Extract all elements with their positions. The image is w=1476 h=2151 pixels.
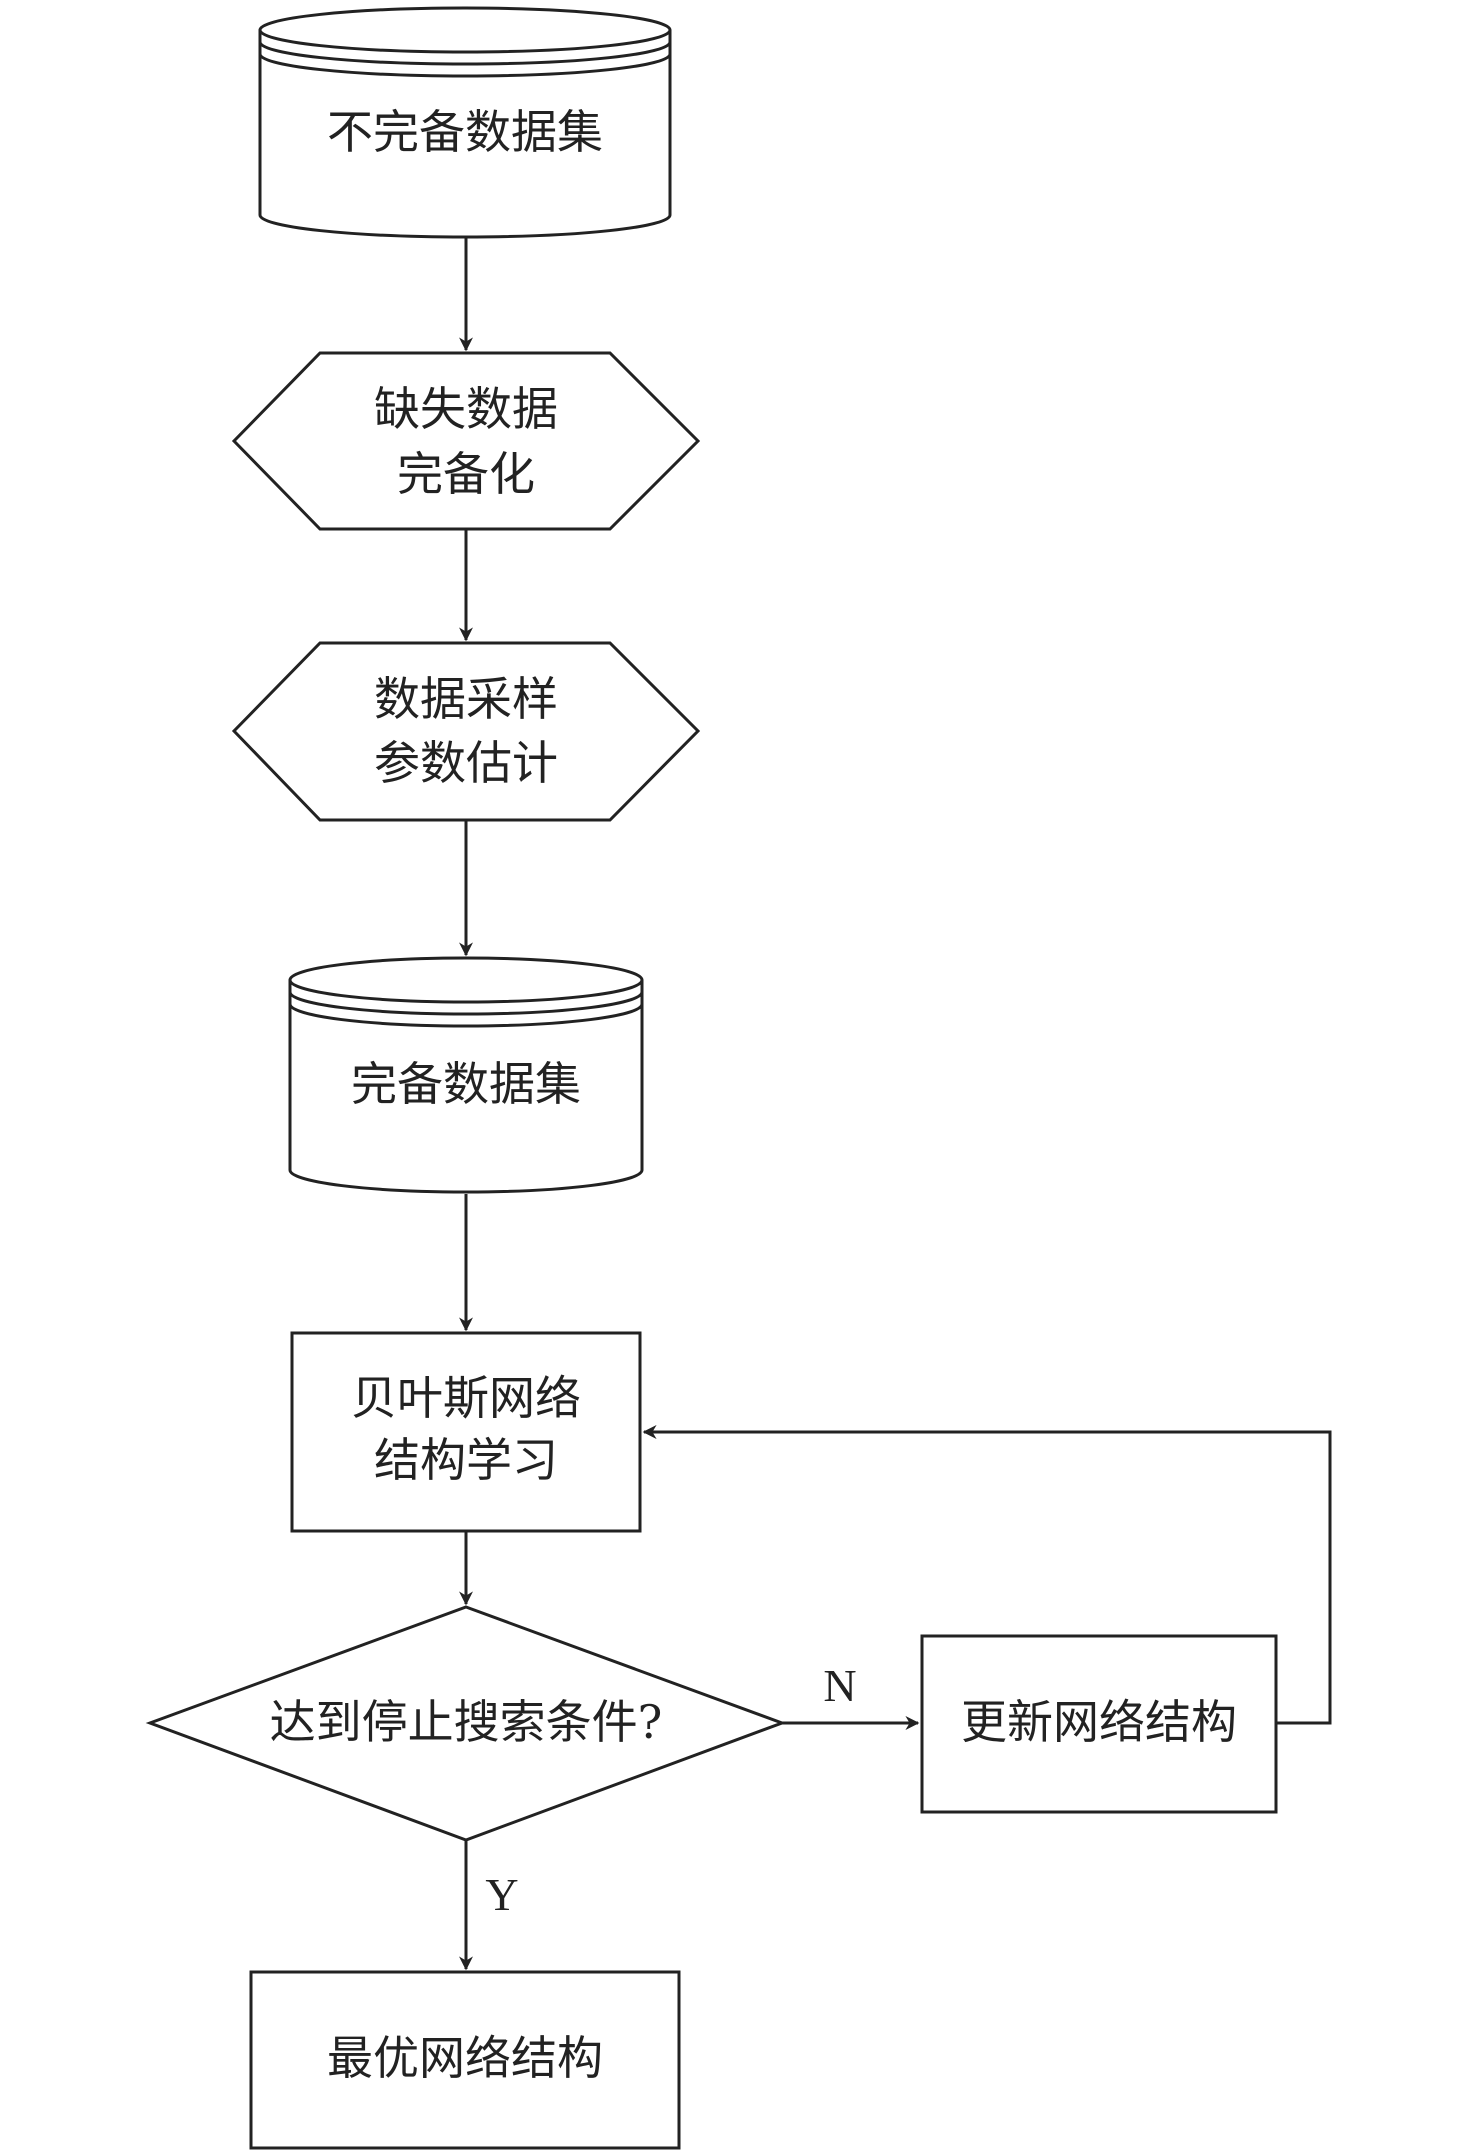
update-structure-label: 更新网络结构 xyxy=(961,1695,1237,1749)
database-top-ellipse xyxy=(258,6,672,54)
optimal-structure-label: 最优网络结构 xyxy=(327,2031,603,2085)
complete-dataset-label: 完备数据集 xyxy=(351,1057,581,1111)
structure-learning-node: 贝叶斯网络 结构学习 xyxy=(290,1331,642,1533)
update-structure-node: 更新网络结构 xyxy=(920,1634,1278,1814)
rectangle-shape xyxy=(249,1970,681,2150)
sampling-estimation-label-line1: 数据采样 xyxy=(374,672,558,726)
missing-data-completion-node: 缺失数据 完备化 xyxy=(231,351,701,531)
stop-condition-label: 达到停止搜索条件? xyxy=(270,1695,663,1749)
database-rim-line xyxy=(288,991,644,1016)
missing-data-completion-label-line2: 完备化 xyxy=(397,447,535,501)
rectangle-shape xyxy=(920,1634,1278,1814)
sampling-estimation-node: 数据采样 参数估计 xyxy=(231,641,701,822)
sampling-estimation-label-line2: 参数估计 xyxy=(374,736,558,790)
yes-branch-label: Y xyxy=(485,1869,518,1920)
missing-data-completion-label-line1: 缺失数据 xyxy=(374,382,558,436)
database-rim-line xyxy=(288,1003,644,1028)
no-branch-label: N xyxy=(823,1660,856,1711)
database-rim-line xyxy=(258,53,672,78)
optimal-structure-node: 最优网络结构 xyxy=(249,1970,681,2150)
incomplete-dataset-node: 不完备数据集 xyxy=(258,6,672,239)
structure-learning-label-line2: 结构学习 xyxy=(374,1433,558,1487)
rectangle-shape xyxy=(290,1331,642,1533)
stop-condition-node: 达到停止搜索条件? xyxy=(145,1605,787,1842)
database-top-ellipse xyxy=(288,956,644,1004)
incomplete-dataset-label: 不完备数据集 xyxy=(327,105,603,159)
edge-update-back-to-learning xyxy=(642,1425,1332,1725)
hexagon-shape xyxy=(231,641,701,822)
hexagon-shape xyxy=(231,351,701,531)
database-cylinder-shape xyxy=(258,30,672,239)
complete-dataset-node: 完备数据集 xyxy=(288,956,644,1194)
database-cylinder-shape xyxy=(288,980,644,1194)
structure-learning-label-line1: 贝叶斯网络 xyxy=(351,1371,581,1425)
database-rim-line xyxy=(258,41,672,66)
